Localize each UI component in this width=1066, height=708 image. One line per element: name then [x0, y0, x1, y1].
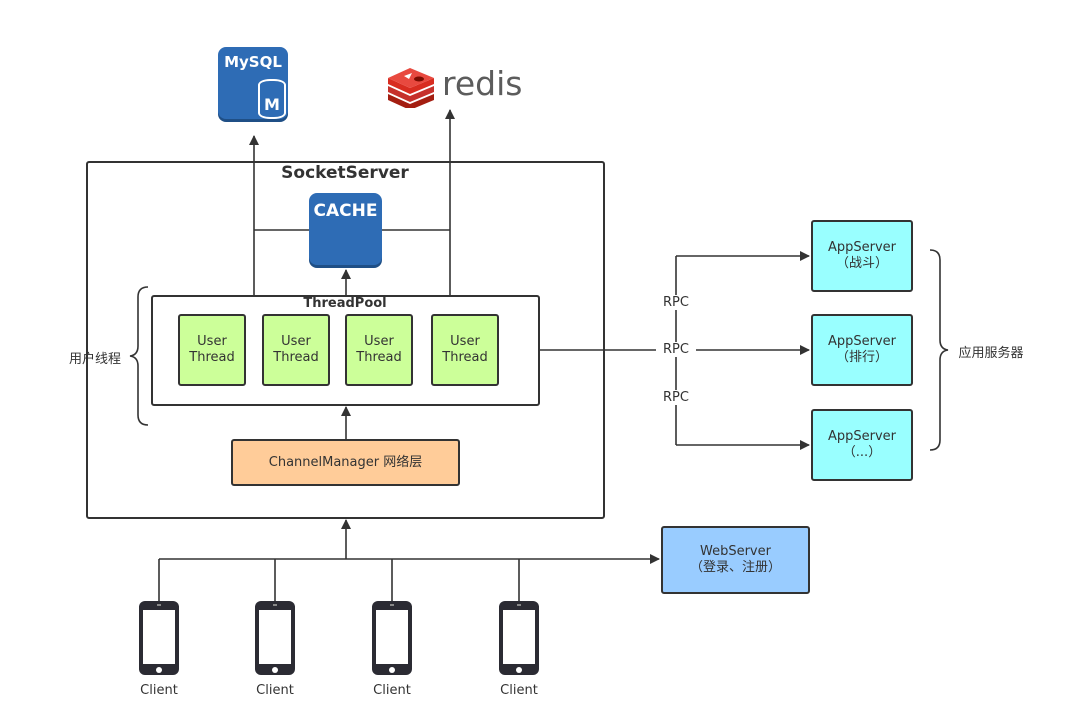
user-thread-line2: Thread	[189, 350, 235, 365]
app-server-name: AppServer	[827, 334, 897, 349]
user-thread-1: User Thread	[178, 314, 246, 386]
client-label-4: Client	[500, 683, 538, 698]
user-thread-line2: Thread	[442, 350, 488, 365]
rpc-label-3: RPC	[656, 390, 696, 405]
client-label-3: Client	[373, 683, 411, 698]
rpc-label-1: RPC	[656, 295, 696, 310]
rpc-label-2: RPC	[656, 342, 696, 357]
user-thread-2: User Thread	[262, 314, 330, 386]
app-servers-label: 应用服务器	[958, 346, 1024, 361]
mysql-label: MySQL	[224, 53, 282, 71]
app-server-desc: （战斗）	[835, 256, 888, 271]
cache-icon: CACHE	[309, 193, 382, 265]
user-thread-line1: User	[450, 334, 480, 349]
redis-logo: redis	[386, 64, 523, 108]
client-label-2: Client	[256, 683, 294, 698]
user-threads-label: 用户线程	[68, 352, 121, 367]
redis-cube-icon	[388, 68, 434, 108]
app-server-desc: （排行）	[835, 350, 888, 365]
user-thread-line1: User	[197, 334, 227, 349]
thread-pool-title: ThreadPool	[303, 296, 387, 311]
app-server-name: AppServer	[827, 240, 897, 255]
app-server-battle: AppServer （战斗）	[811, 220, 913, 292]
web-server-box: WebServer （登录、注册）	[661, 526, 810, 594]
user-thread-line2: Thread	[273, 350, 319, 365]
user-thread-4: User Thread	[431, 314, 499, 386]
user-threads-brace	[129, 286, 149, 426]
client-label-1: Client	[140, 683, 178, 698]
web-server-desc: （登录、注册）	[689, 560, 781, 575]
socket-server-title: SocketServer	[281, 163, 409, 183]
redis-label: redis	[442, 64, 523, 103]
client-phone-4	[499, 601, 539, 675]
channel-manager-box: ChannelManager 网络层	[231, 439, 460, 486]
app-server-rank: AppServer （排行）	[811, 314, 913, 386]
web-server-name: WebServer	[700, 544, 771, 559]
socket-server-container	[86, 161, 605, 519]
app-servers-brace	[929, 249, 949, 451]
client-phone-2	[255, 601, 295, 675]
user-thread-line1: User	[364, 334, 394, 349]
mysql-icon: MySQL M	[218, 47, 290, 123]
mysql-badge: M	[264, 95, 280, 114]
mysql-cylinder-icon	[258, 79, 286, 119]
user-thread-line2: Thread	[356, 350, 402, 365]
client-phone-1	[139, 601, 179, 675]
user-thread-3: User Thread	[345, 314, 413, 386]
thread-pool-container	[151, 295, 540, 406]
channel-manager-label: ChannelManager 网络层	[268, 454, 423, 470]
app-server-other: AppServer （...）	[811, 409, 913, 481]
app-server-name: AppServer	[827, 429, 897, 444]
client-phone-3	[372, 601, 412, 675]
app-server-desc: （...）	[842, 445, 882, 460]
cache-label: CACHE	[313, 201, 378, 221]
user-thread-line1: User	[281, 334, 311, 349]
